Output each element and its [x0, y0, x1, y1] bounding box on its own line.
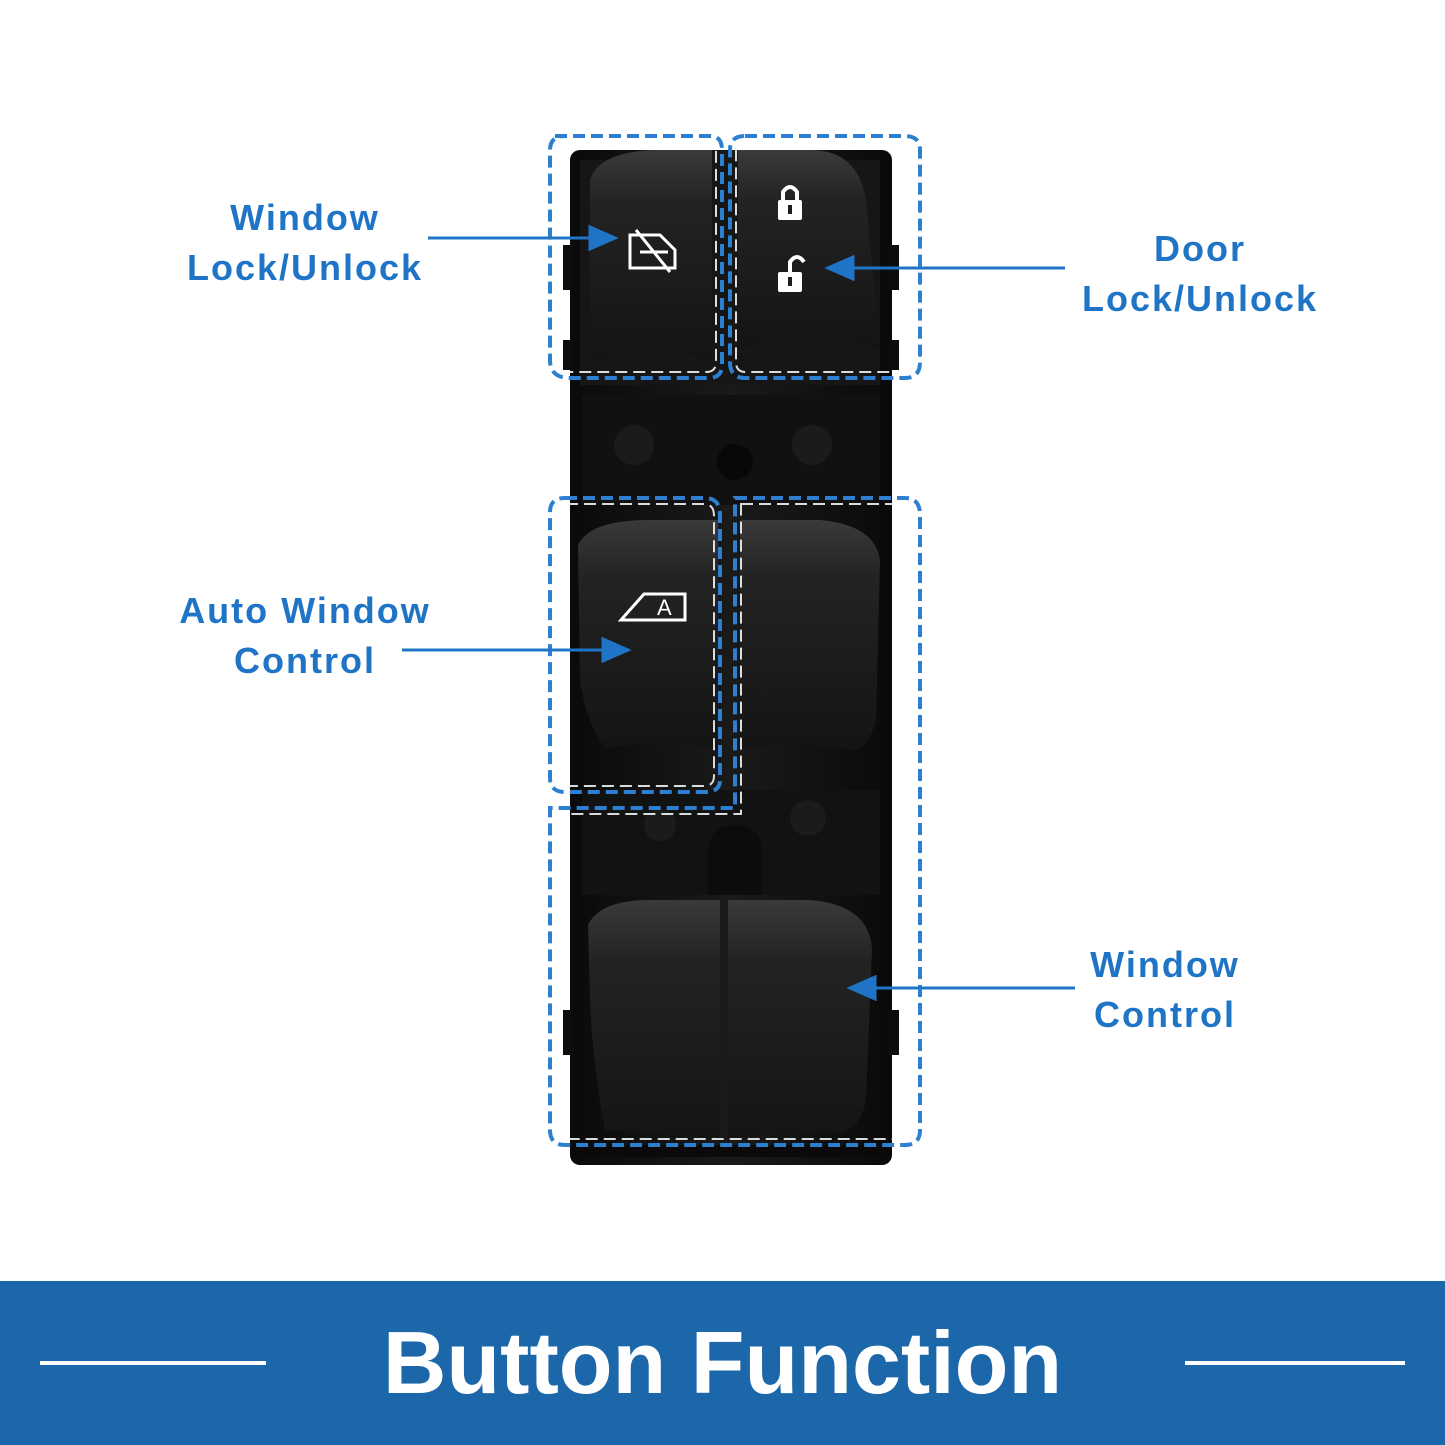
auto-button-glyph: A — [657, 595, 672, 620]
callout-door-lock: Door Lock/Unlock — [1050, 224, 1350, 324]
auto-window-icon: A — [617, 592, 687, 622]
callout-door-lock-line2: Lock/Unlock — [1081, 278, 1319, 319]
callout-window-lock: Window Lock/Unlock — [150, 193, 460, 293]
callout-auto-window-line1: Auto Window — [179, 590, 431, 631]
banner-rule-left — [40, 1361, 266, 1365]
callout-window-lock-line1: Window — [230, 197, 380, 238]
callout-window-control: Window Control — [1035, 940, 1295, 1040]
callout-auto-window-line2: Control — [234, 640, 376, 681]
callout-window-lock-line2: Lock/Unlock — [186, 247, 424, 288]
lock-closed-icon — [778, 185, 802, 220]
door-lock-button[interactable] — [738, 150, 880, 350]
callout-door-lock-line1: Door — [1154, 228, 1246, 269]
rear-window-button[interactable] — [740, 520, 880, 750]
dashed-highlights — [548, 134, 922, 1147]
window-lock-button[interactable] — [590, 150, 712, 360]
window-lock-icon — [628, 229, 677, 273]
lock-open-icon — [778, 255, 806, 292]
auto-window-button[interactable] — [578, 520, 718, 750]
callout-auto-window: Auto Window Control — [145, 586, 465, 686]
callout-arrows — [402, 224, 1075, 1002]
banner-rule-right — [1185, 1361, 1405, 1365]
right-window-button[interactable] — [728, 900, 872, 1140]
left-window-button[interactable] — [588, 900, 720, 1140]
banner-title: Button Function — [382, 1313, 1063, 1412]
window-switch-panel: A — [402, 134, 1075, 1165]
callout-window-control-line2: Control — [1094, 994, 1236, 1035]
callout-window-control-line1: Window — [1090, 944, 1240, 985]
